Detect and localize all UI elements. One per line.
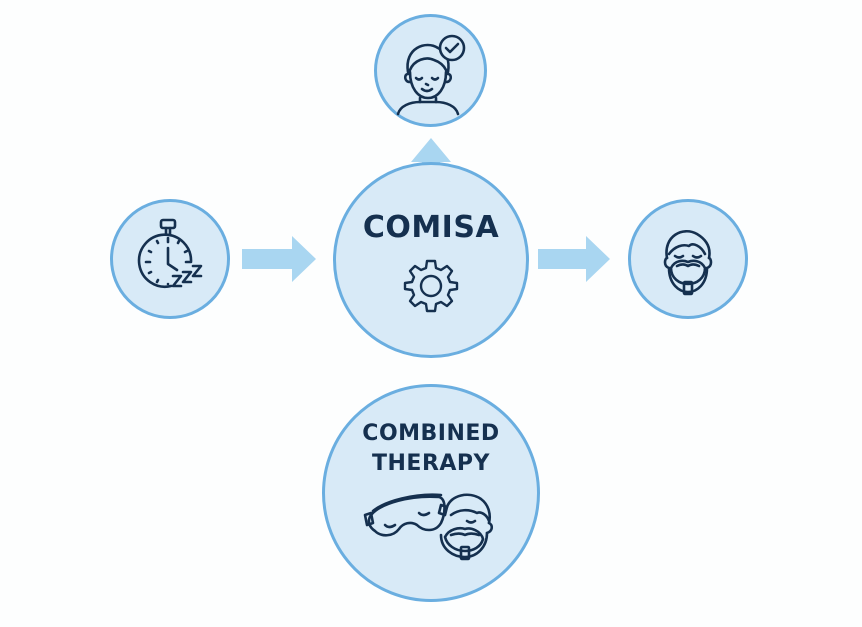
node-comisa: COMISA [333,162,529,358]
sleep-mask-and-cpap-icon [363,493,494,561]
arrow-center-to-right [538,236,610,282]
arrow-left-to-center [242,236,316,282]
stopwatch-zzz-icon [137,218,203,288]
node-sleeping-person [374,14,487,127]
combined-therapy-label: COMBINED THERAPY [362,419,499,479]
node-cpap [628,199,748,319]
sleeping-face-check-icon [396,34,465,115]
node-insomnia [110,199,230,319]
combined-therapy-line1: COMBINED [362,421,500,446]
cpap-mask-face-icon [663,229,713,296]
node-combined-therapy: COMBINED THERAPY [322,384,540,602]
combined-therapy-line2: THERAPY [372,451,490,476]
comisa-label: COMISA [362,209,500,245]
gear-icon [403,259,459,312]
